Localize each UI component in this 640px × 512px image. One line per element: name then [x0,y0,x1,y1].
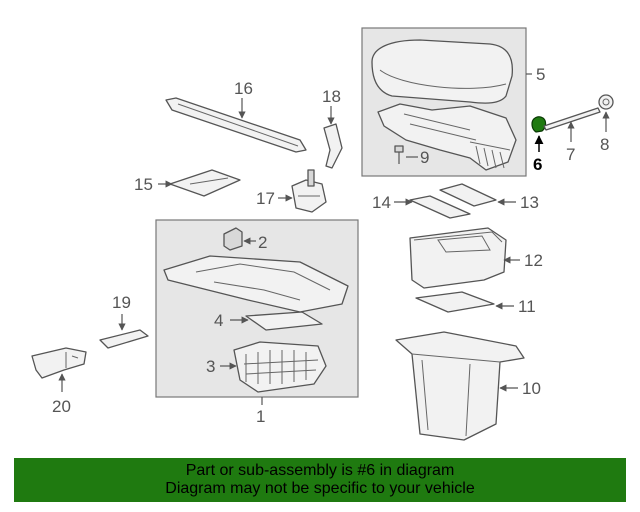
callout-7: 7 [566,145,575,164]
info-banner: Part or sub-assembly is #6 in diagram Di… [14,458,626,502]
mat-13-part [439,183,497,207]
callout-10: 10 [522,379,541,398]
bracket-19-part [99,329,149,349]
end-cap-part [598,94,614,110]
banner-line-2: Diagram may not be specific to your vehi… [165,480,475,497]
callout-19: 19 [112,293,131,312]
switch-part [223,227,243,251]
callout-17: 17 [256,189,275,208]
callout-6: 6 [533,155,542,174]
hinge-rod-part [543,107,601,131]
callout-15: 15 [134,175,153,194]
lid-frame-part [377,103,517,171]
callout-3: 3 [206,357,215,376]
bracket-20-part [31,347,87,379]
shift-knob-part [323,123,343,169]
trim-panel-part [169,169,241,197]
callout-9: 9 [420,148,429,167]
callout-16: 16 [234,79,253,98]
highlighted-clip-part [531,116,547,133]
side-trim-part [165,97,307,153]
callout-11: 11 [518,297,536,316]
callout-8: 8 [600,135,609,154]
callout-4: 4 [214,311,223,330]
callout-13: 13 [520,193,539,212]
callout-12: 12 [524,251,543,270]
shifter-assembly-part [291,169,327,213]
console-base-part [163,255,349,313]
mat-14-part [409,195,471,219]
callout-14: 14 [372,193,391,212]
callout-5: 5 [536,65,545,84]
callout-18: 18 [322,87,341,106]
callout-20: 20 [52,397,71,416]
tray-liner-part [415,291,495,313]
storage-bin-part [395,331,525,441]
callout-1: 1 [256,407,265,426]
banner-line-1: Part or sub-assembly is #6 in diagram [185,462,455,479]
cover-part [245,311,323,331]
cup-holder-part [233,341,327,393]
screw-part [394,145,404,164]
armrest-lid-part [371,39,514,104]
storage-tray-part [409,227,507,289]
callout-2: 2 [258,233,267,252]
